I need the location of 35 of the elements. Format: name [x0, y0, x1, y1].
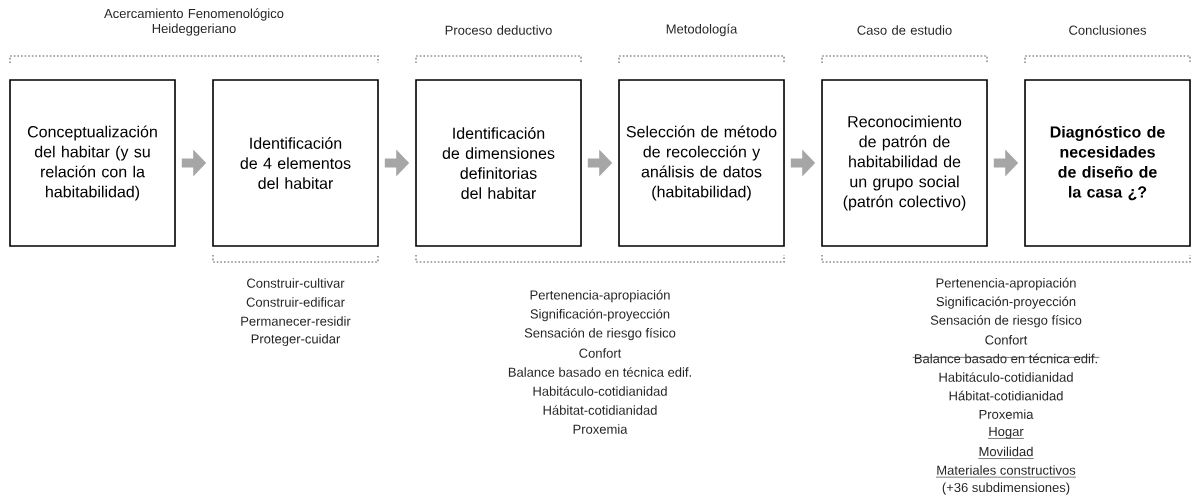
dimension-text: (+36 subdimensiones): [942, 482, 1070, 495]
process-box: Diagnóstico de necesidades de diseño de la casa ¿?: [1024, 79, 1191, 247]
process-box: Identificación de dimensiones definitorias del habitar: [415, 79, 582, 247]
dimension-text: Habitáculo-cotidianidad: [533, 386, 667, 396]
dimension-text: Sensación de riesgo físico: [524, 327, 676, 341]
dimension-text: Significación-proyección: [936, 296, 1076, 309]
dimension-text: Construir-cultivar: [247, 278, 345, 288]
dimension-text: Hábitat-cotidianidad: [543, 405, 657, 415]
process-box: Selección de método de recolección y análisis de datos (habitabilidad): [618, 79, 785, 247]
process-box: Reconocimiento de patrón de habitabilidad de un grupo social (patrón colectivo): [821, 79, 988, 247]
process-box: Conceptualización del habitar (y su relación con la habitabilidad): [9, 79, 176, 247]
underlined-dimension-text: Materiales constructivos: [935, 465, 1077, 478]
dimension-text: Proxemia: [979, 409, 1034, 419]
dimension-text: Hábitat-cotidianidad: [949, 390, 1063, 401]
phase-heading: Acercamiento Fenomenológico Heideggeriano: [104, 8, 284, 36]
dimension-text: Sensación de riesgo físico: [930, 315, 1082, 328]
dimension-text: Balance basado en técnica edif.: [508, 367, 691, 377]
dimension-text: Proteger-cuidar: [251, 333, 341, 347]
phase-heading: Metodología: [666, 23, 738, 37]
dimension-text: Confort: [985, 335, 1028, 345]
phase-heading: Conclusiones: [1069, 25, 1147, 35]
process-box: Identificación de 4 elementos del habitar: [212, 79, 379, 247]
dimension-text: Construir-edificar: [246, 297, 345, 307]
phase-heading: Proceso deductivo: [445, 25, 552, 35]
underlined-dimension-text: Hogar: [987, 427, 1025, 439]
dimension-text: Significación-proyección: [530, 308, 670, 322]
dimension-text: Proxemia: [573, 424, 628, 434]
dimension-text: Permanecer-residir: [241, 316, 351, 326]
underlined-dimension-text: Movilidad: [978, 446, 1034, 459]
dimension-text: Pertenencia-apropiación: [530, 289, 670, 303]
phase-heading: Caso de estudio: [857, 25, 952, 35]
dimension-text: Pertenencia-apropiación: [936, 277, 1076, 291]
dimension-text: Habitáculo-cotidianidad: [939, 372, 1073, 382]
struck-dimension-text: Balance basado en técnica edif.: [912, 353, 1100, 364]
dimension-text: Confort: [579, 348, 622, 358]
